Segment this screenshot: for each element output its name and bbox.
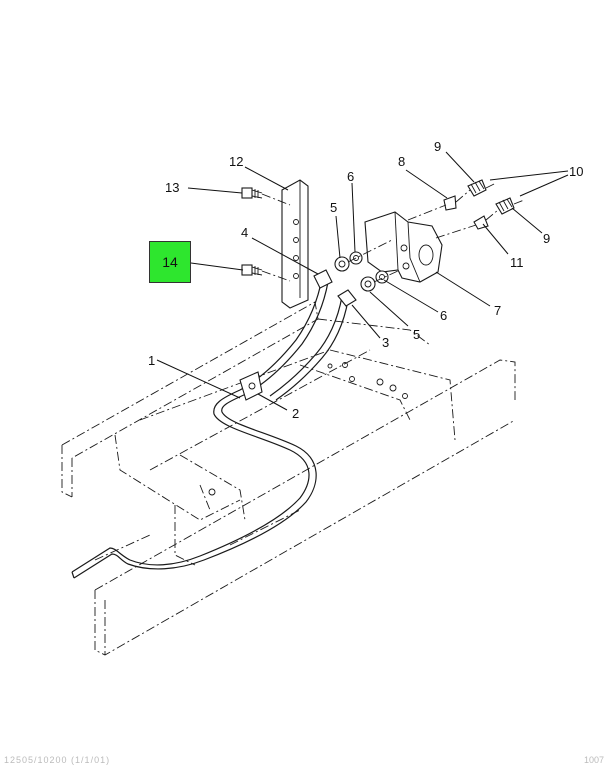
highlighted-callout-14[interactable]: 14 [149,241,191,283]
callout-10: 10 [569,164,583,179]
bracket-7 [364,211,443,283]
callout-1: 1 [148,353,155,368]
callout-6-lower: 6 [440,308,447,323]
fitting-9-upper [467,179,487,197]
frame-holes [208,362,408,496]
callout-13: 13 [165,180,179,195]
callout-4: 4 [241,225,248,240]
footer-code-right: 1007 [583,755,604,765]
callout-8: 8 [398,154,405,169]
footer-code-left: 12505/10200 (1/1/01) [4,755,111,765]
bracket-plate-12 [281,179,309,309]
bolt-13 [241,187,291,206]
fitting-4 [313,269,333,289]
callout-9-upper: 9 [434,139,441,154]
nut-5-lower [360,276,376,292]
cap-8 [443,195,457,211]
clip-2 [239,371,263,401]
tube-assembly-1 [71,277,349,579]
bolt-14 [241,264,291,282]
callout-11: 11 [510,255,524,270]
frame-rail [61,301,516,656]
fitting-9-lower [495,197,515,215]
callout-labels: 1 2 3 4 5 5 6 6 7 8 9 9 10 11 12 13 [148,139,583,421]
fitting-3 [337,289,357,307]
callout-6-upper: 6 [347,169,354,184]
leader-lines [156,151,569,411]
callout-9-lower: 9 [543,231,550,246]
callout-2: 2 [292,406,299,421]
callout-5-upper: 5 [330,200,337,215]
nut-5-upper [334,256,350,272]
callout-5-lower: 5 [413,327,420,342]
highlighted-callout-label: 14 [162,254,178,270]
callout-3: 3 [382,335,389,350]
callout-12: 12 [229,154,243,169]
callout-7: 7 [494,303,501,318]
